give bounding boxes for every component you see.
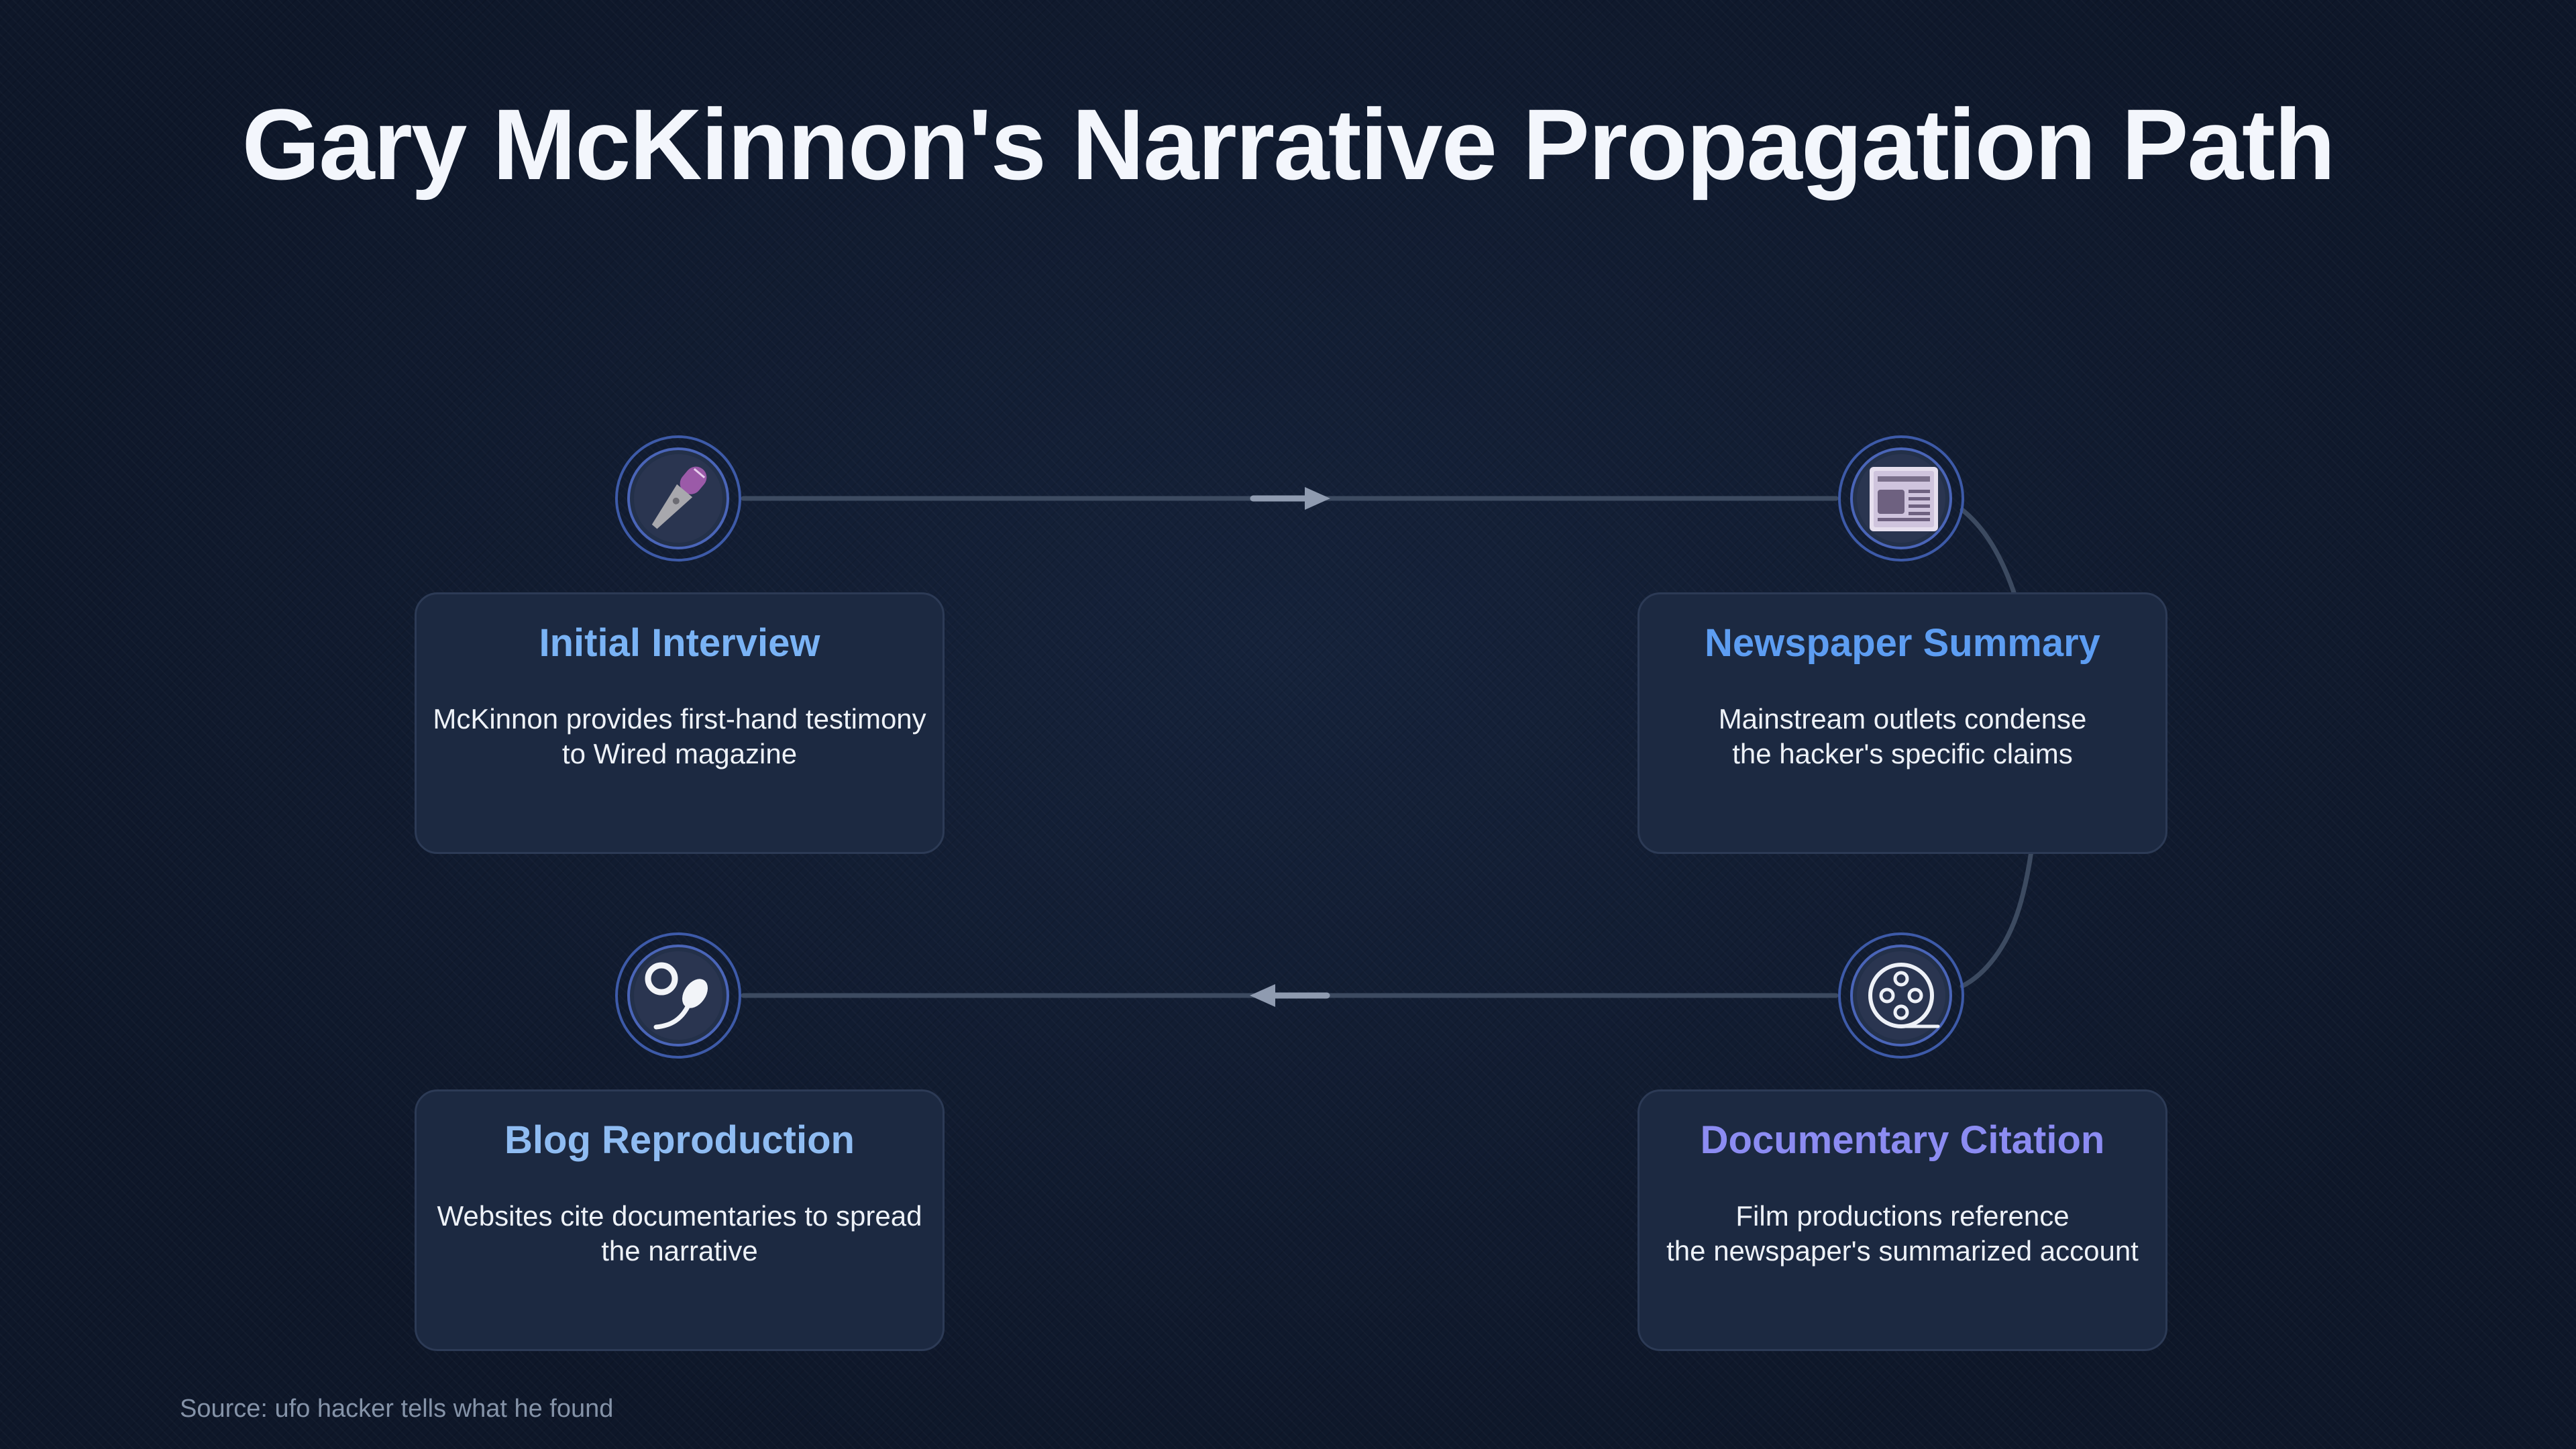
stage-description: Websites cite documentaries to spread th…	[437, 1200, 922, 1267]
stage-description: Film productions reference the newspaper…	[1666, 1200, 2139, 1267]
page-title: Gary McKinnon's Narrative Propagation Pa…	[241, 88, 2335, 201]
stage-title: Documentary Citation	[1700, 1118, 2105, 1162]
stage-card-initial-interview: Initial Interview McKinnon provides firs…	[415, 592, 945, 854]
film-reel-icon	[1838, 932, 1964, 1059]
stage-card-blog-reproduction: Blog Reproduction Websites cite document…	[415, 1089, 945, 1351]
stage-title: Blog Reproduction	[504, 1118, 855, 1162]
newspaper-icon	[1838, 435, 1964, 561]
arrow-right-icon	[1250, 487, 1330, 510]
arrow-left-icon	[1250, 984, 1330, 1007]
stage-description: McKinnon provides first-hand testimony t…	[433, 703, 926, 769]
stage-title: Newspaper Summary	[1705, 621, 2100, 665]
stage-card-documentary-citation: Documentary Citation Film productions re…	[1638, 1089, 2167, 1351]
microphone-icon	[615, 435, 741, 561]
stage-card-newspaper-summary: Newspaper Summary Mainstream outlets con…	[1638, 592, 2167, 854]
stage-description: Mainstream outlets condense the hacker's…	[1718, 703, 2087, 769]
stage-title: Initial Interview	[539, 621, 820, 665]
blog-quill-icon	[615, 932, 741, 1059]
source-note: Source: ufo hacker tells what he found	[180, 1395, 614, 1423]
